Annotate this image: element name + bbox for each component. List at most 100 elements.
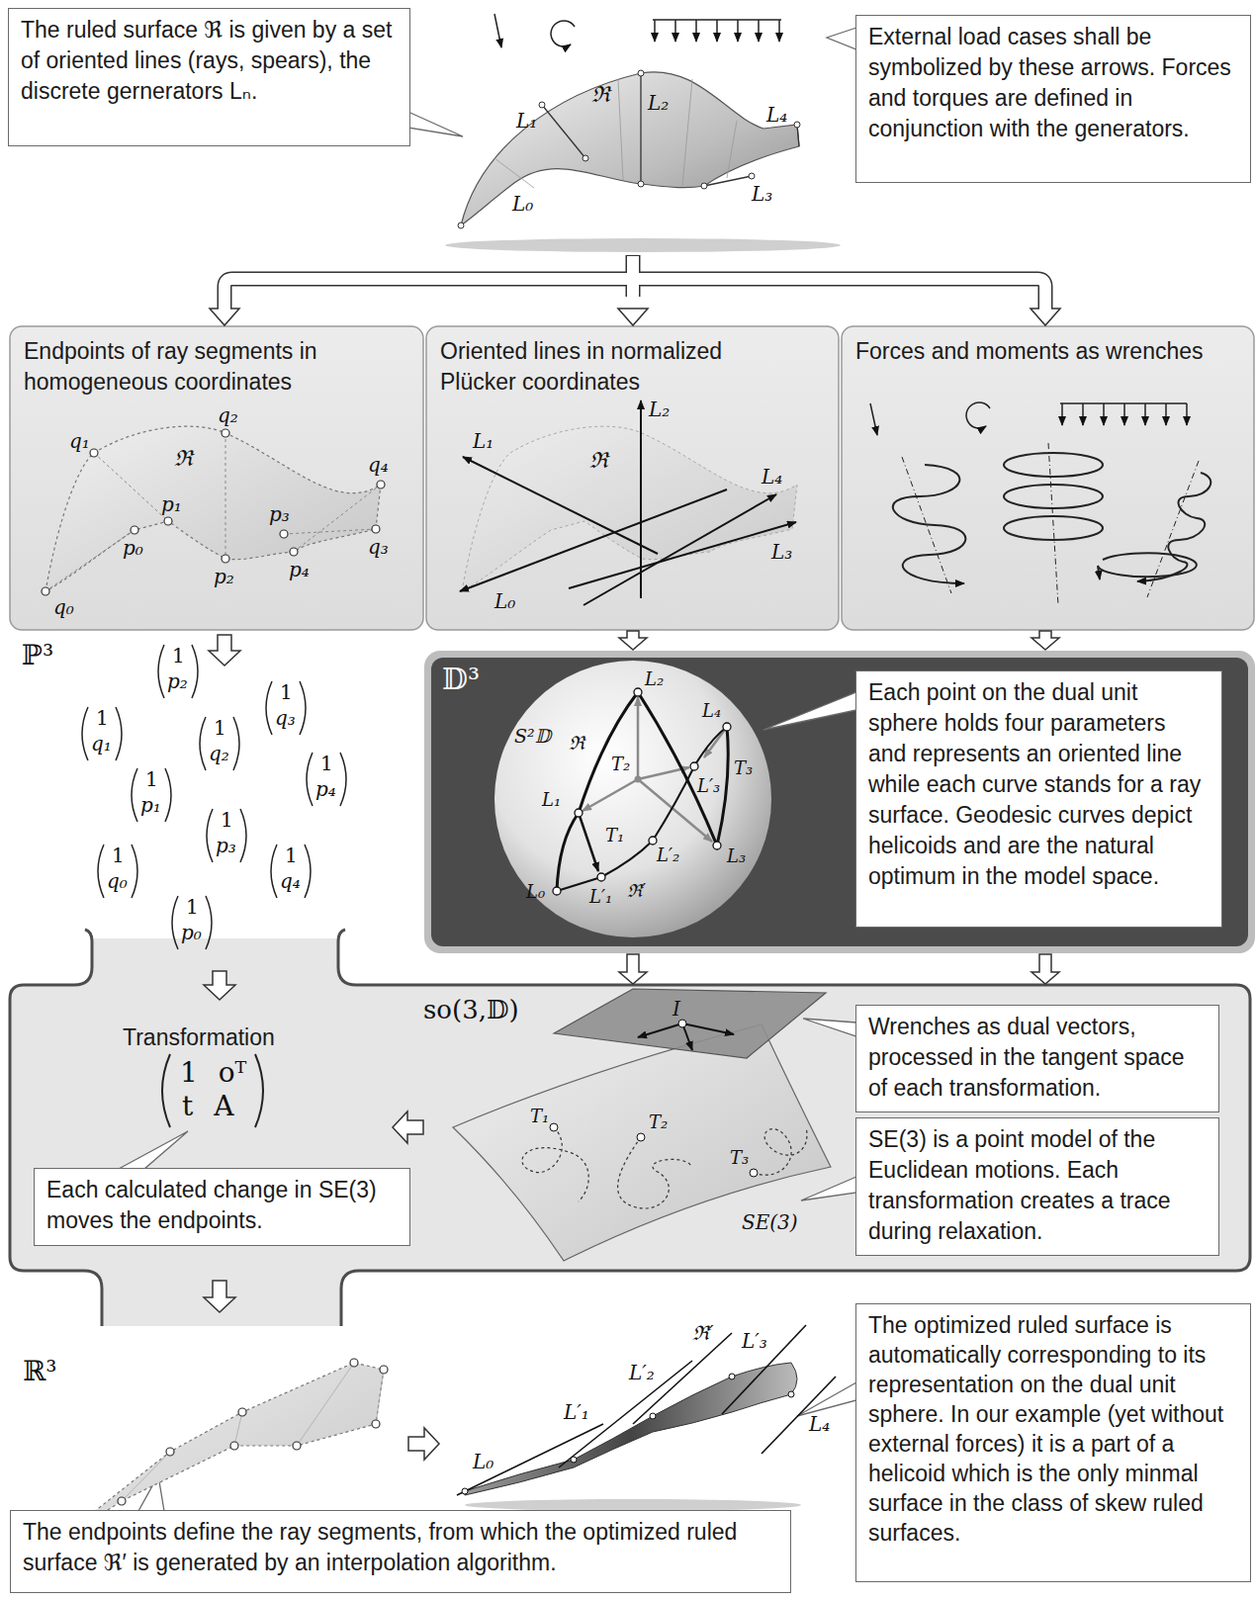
plucker-lines xyxy=(459,400,797,606)
split-arrow xyxy=(1030,308,1061,326)
se3-manifold xyxy=(682,1023,734,1035)
vector-bracket xyxy=(172,896,212,950)
wrench-symbol xyxy=(1097,552,1197,580)
math-label: p₁ xyxy=(161,494,182,516)
wrench-symbol xyxy=(1144,403,1147,426)
math-label: 1 xyxy=(320,753,334,775)
dual-unit-sphere xyxy=(633,688,642,697)
helicoid-surface xyxy=(570,1456,577,1463)
math-label: L′₃ xyxy=(697,777,720,797)
endpoint-surface xyxy=(279,530,288,539)
callout-pointer xyxy=(803,1018,857,1037)
math-label: p₄ xyxy=(315,779,337,801)
math-label: q₄ xyxy=(279,871,301,893)
endpoint-surface xyxy=(289,547,298,556)
load-symbol xyxy=(550,20,575,47)
math-label: T₃ xyxy=(733,759,753,779)
funnel-panel xyxy=(338,929,1251,1327)
math-label: 1 xyxy=(279,682,293,704)
callout-box: The optimized ruled surface is automatic… xyxy=(855,1303,1252,1583)
callout-pointer xyxy=(763,692,857,730)
dual-unit-sphere xyxy=(704,726,727,758)
math-label: L₃ xyxy=(771,541,793,563)
load-symbol xyxy=(757,19,760,42)
panel-ground xyxy=(426,326,839,630)
ruled-surface xyxy=(704,176,752,186)
math-label: L₂ xyxy=(647,92,669,114)
segment-endpoints xyxy=(117,1497,126,1506)
split-arrow xyxy=(618,308,648,326)
wrench-symbol xyxy=(1081,403,1084,426)
math-label: ℜ xyxy=(174,447,193,470)
callout-pointer xyxy=(797,1382,857,1417)
se3-manifold xyxy=(749,1168,758,1177)
split-arrow xyxy=(224,256,1046,311)
math-label: p₃ xyxy=(215,835,237,857)
endpoint-surface xyxy=(221,429,230,438)
matrix-bracket xyxy=(255,1054,264,1128)
panel-ground xyxy=(841,326,1255,630)
wrench-symbol xyxy=(1137,472,1211,582)
math-label: p₂ xyxy=(213,566,235,588)
plucker-lines xyxy=(462,456,658,554)
math-label: ℜ xyxy=(589,448,609,472)
node-text: Transformation xyxy=(122,1022,275,1054)
helicoid-surface xyxy=(456,1325,836,1512)
vector-bracket xyxy=(199,717,240,771)
helicoid-surface xyxy=(464,1362,798,1496)
ruled-surface xyxy=(494,158,535,188)
math-label: L₄ xyxy=(761,466,783,488)
se3-manifold xyxy=(553,988,826,1059)
callout-box: SE(3) is a point model of the Euclidean … xyxy=(855,1117,1220,1256)
vector-bracket xyxy=(97,844,138,898)
math-label: q₂ xyxy=(208,743,230,765)
math-label: T₂ xyxy=(611,755,630,775)
callout-pointer xyxy=(118,27,857,1512)
ruled-surface xyxy=(541,73,800,186)
se3-manifold xyxy=(636,1133,645,1142)
dual-unit-sphere xyxy=(722,722,731,731)
wrench-symbol xyxy=(1165,403,1167,426)
segment-endpoints xyxy=(121,1451,171,1502)
se3-manifold xyxy=(618,1137,693,1209)
wrench-symbol xyxy=(1061,403,1064,426)
wrench-symbol xyxy=(1060,402,1187,405)
plucker-lines xyxy=(583,494,777,606)
endpoint-surface xyxy=(225,433,227,559)
se3-manifold xyxy=(522,1127,589,1202)
endpoint-surface xyxy=(93,452,169,522)
dual-unit-sphere xyxy=(690,762,699,771)
dual-unit-sphere xyxy=(574,808,583,817)
ruled-surface xyxy=(538,101,545,108)
plucker-lines xyxy=(459,400,798,606)
dual-unit-sphere xyxy=(634,776,642,784)
load-symbol xyxy=(716,19,718,42)
math-label: L₂ xyxy=(648,399,670,421)
math-label: 1 xyxy=(284,845,298,867)
math-label: L₃ xyxy=(751,183,773,205)
math-label: q₀ xyxy=(53,597,75,619)
plucker-lines xyxy=(459,489,727,592)
math-label: L₄ xyxy=(702,702,721,721)
matrix-bracket xyxy=(162,1054,171,1128)
segment-endpoints xyxy=(166,1447,175,1456)
node-text: The ruled surface ℜ is given by a set of… xyxy=(20,14,398,107)
helicoid-surface xyxy=(461,1488,468,1495)
helicoid-surface xyxy=(456,1424,604,1496)
hollow-arrow xyxy=(203,1280,236,1313)
panel-ground xyxy=(9,326,1256,954)
math-label: p₂ xyxy=(167,671,188,693)
callout-pointer xyxy=(118,1131,188,1169)
load-symbol xyxy=(674,19,677,42)
math-label: L₂ xyxy=(644,670,664,690)
plucker-lines xyxy=(568,522,797,589)
callout-box: Each calculated change in SE(3) moves th… xyxy=(33,1167,411,1247)
node-text: Each calculated change in SE(3) moves th… xyxy=(46,1174,398,1237)
segment-endpoints xyxy=(379,1365,388,1374)
node-text: Wrenches as dual vectors, processed in t… xyxy=(868,1011,1207,1104)
ruled-surface xyxy=(794,121,801,128)
ruled-surface xyxy=(541,104,586,159)
se3-manifold xyxy=(637,1023,734,1051)
dual-unit-sphere xyxy=(636,697,640,780)
